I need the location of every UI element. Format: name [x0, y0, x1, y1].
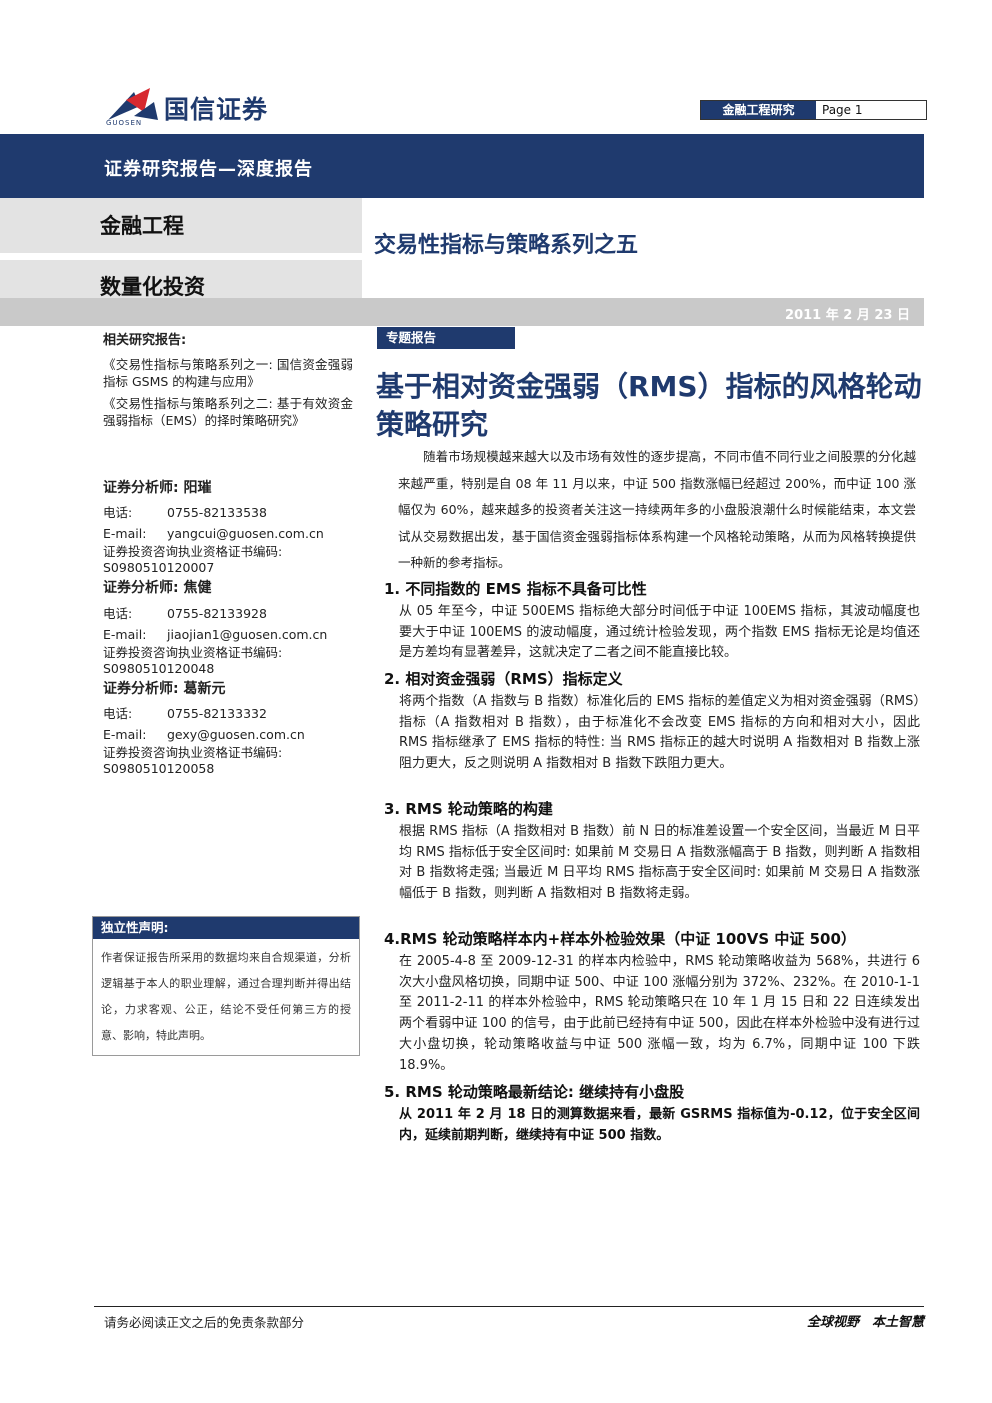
section-heading: 3. RMS 轮动策略的构建 — [384, 800, 553, 818]
license-number: S0980510120058 — [103, 761, 215, 776]
category-1: 金融工程 — [100, 214, 184, 238]
category-2: 数量化投资 — [100, 275, 205, 299]
section-body: 从 2011 年 2 月 18 日的测算数据来看，最新 GSRMS 指标值为-0… — [399, 1107, 920, 1143]
footer-slogan: 全球视野 本土智慧 — [806, 1315, 924, 1330]
footer-disclaimer: 请务必阅读正文之后的免责条款部分 — [104, 1315, 305, 1330]
analyst-phone: 0755-82133538 — [167, 505, 267, 520]
footer-divider — [94, 1306, 924, 1307]
guosen-logo-icon — [108, 88, 158, 120]
email-label: E-mail: — [103, 626, 147, 642]
intro-paragraph: 随着市场规模越来越大以及市场有效性的逐步提高，不同市值不同行业之间股票的分化越来… — [398, 449, 916, 570]
analyst-name: 证券分析师: 焦健 — [103, 580, 212, 596]
section-body: 在 2005-4-8 至 2009-12-31 的样本内检验中，RMS 轮动策略… — [399, 954, 920, 1073]
email-label: E-mail: — [103, 526, 147, 541]
section-body: 根据 RMS 指标（A 指数相对 B 指数）前 N 日的标准差设置一个安全区间，… — [399, 824, 920, 902]
independence-statement: 独立性声明: 作者保证报告所采用的数据均来自合规渠道，分析逻辑基于本人的职业理解… — [92, 916, 360, 1056]
analyst-name: 证券分析师: 葛新元 — [103, 680, 226, 697]
independence-text: 作者保证报告所采用的数据均来自合规渠道，分析逻辑基于本人的职业理解，通过合理判断… — [101, 951, 351, 1042]
phone-label: 电话: — [103, 505, 133, 520]
analyst-block: 证券分析师: 葛新元 电话: 0755-82133332 E-mail: gexy@… — [103, 681, 353, 778]
section: 2. 相对资金强弱（RMS）指标定义 将两个指数（A 指数与 B 指数）标准化后… — [384, 668, 920, 775]
header-page-number: Page 1 — [822, 103, 863, 117]
section: 4.RMS 轮动策略样本内+样本外检验效果（中证 100VS 中证 500） 在… — [384, 928, 920, 1076]
analyst-phone: 0755-82133928 — [167, 605, 267, 621]
license-label: 证券投资咨询执业资格证书编码: — [103, 644, 283, 660]
section-body: 从 05 年至今，中证 500EMS 指标绝大部分时间低于中证 100EMS 指… — [399, 604, 920, 661]
category-box-2 — [0, 260, 362, 298]
related-report: 《交易性指标与策略系列之二: 基于有效资金强弱指标（EMS）的择时策略研究》 — [103, 395, 353, 429]
section-body: 将两个指数（A 指数与 B 指数）标准化后的 EMS 指标的差值定义为相对资金强… — [399, 694, 920, 772]
license-number: S0980510120048 — [103, 660, 215, 676]
section-heading: 5. RMS 轮动策略最新结论: 继续持有小盘股 — [384, 1083, 685, 1101]
independence-title: 独立性声明: — [93, 917, 359, 939]
license-number: S0980510120007 — [103, 560, 215, 575]
analyst-name: 证券分析师: 阳璀 — [103, 479, 212, 496]
report-type: 证券研究报告—深度报告 — [104, 159, 313, 180]
header-page-box: 金融工程研究 Page 1 — [700, 100, 927, 120]
analyst-email[interactable]: yangcui@guosen.com.cn — [167, 526, 324, 541]
section: 3. RMS 轮动策略的构建 根据 RMS 指标（A 指数相对 B 指数）前 N… — [384, 798, 920, 905]
related-reports-title: 相关研究报告: — [103, 333, 187, 348]
section: 5. RMS 轮动策略最新结论: 继续持有小盘股 从 2011 年 2 月 18… — [384, 1081, 920, 1146]
date-bar — [0, 298, 924, 326]
category-box-1 — [0, 198, 362, 256]
sidebar: 相关研究报告: 《交易性指标与策略系列之一: 国信资金强弱指标 GSMS 的构建… — [103, 332, 353, 777]
analyst-phone: 0755-82133332 — [167, 706, 267, 721]
related-report: 《交易性指标与策略系列之一: 国信资金强弱指标 GSMS 的构建与应用》 — [103, 356, 353, 390]
series-title: 交易性指标与策略系列之五 — [374, 233, 639, 258]
section-heading: 2. 相对资金强弱（RMS）指标定义 — [384, 670, 623, 688]
analyst-block: 证券分析师: 焦健 电话: 0755-82133928 E-mail: jiaoji… — [103, 580, 353, 677]
main-title: 基于相对资金强弱（RMS）指标的风格轮动策略研究 — [376, 370, 922, 441]
phone-label: 电话: — [103, 706, 133, 721]
license-label: 证券投资咨询执业资格证书编码: — [103, 745, 283, 760]
phone-label: 电话: — [103, 605, 133, 621]
email-label: E-mail: — [103, 727, 147, 742]
analyst-email[interactable]: gexy@guosen.com.cn — [167, 727, 305, 742]
logo-text: 国信证券 — [164, 95, 269, 124]
section-heading: 4.RMS 轮动策略样本内+样本外检验效果（中证 100VS 中证 500） — [384, 930, 856, 948]
section: 1. 不同指数的 EMS 指标不具备可比性 从 05 年至今，中证 500EMS… — [384, 578, 920, 664]
header-section-label: 金融工程研究 — [701, 101, 816, 119]
report-tag: 专题报告 — [377, 327, 515, 349]
logo-english-text: GUOSEN — [106, 119, 143, 127]
section-heading: 1. 不同指数的 EMS 指标不具备可比性 — [384, 580, 647, 598]
analyst-email[interactable]: jiaojian1@guosen.com.cn — [167, 626, 328, 642]
analyst-block: 证券分析师: 阳璀 电话: 0755-82133538 E-mail: yangcu… — [103, 480, 353, 577]
license-label: 证券投资咨询执业资格证书编码: — [103, 544, 283, 559]
title-band — [0, 134, 924, 198]
report-date: 2011 年 2 月 23 日 — [785, 308, 910, 323]
